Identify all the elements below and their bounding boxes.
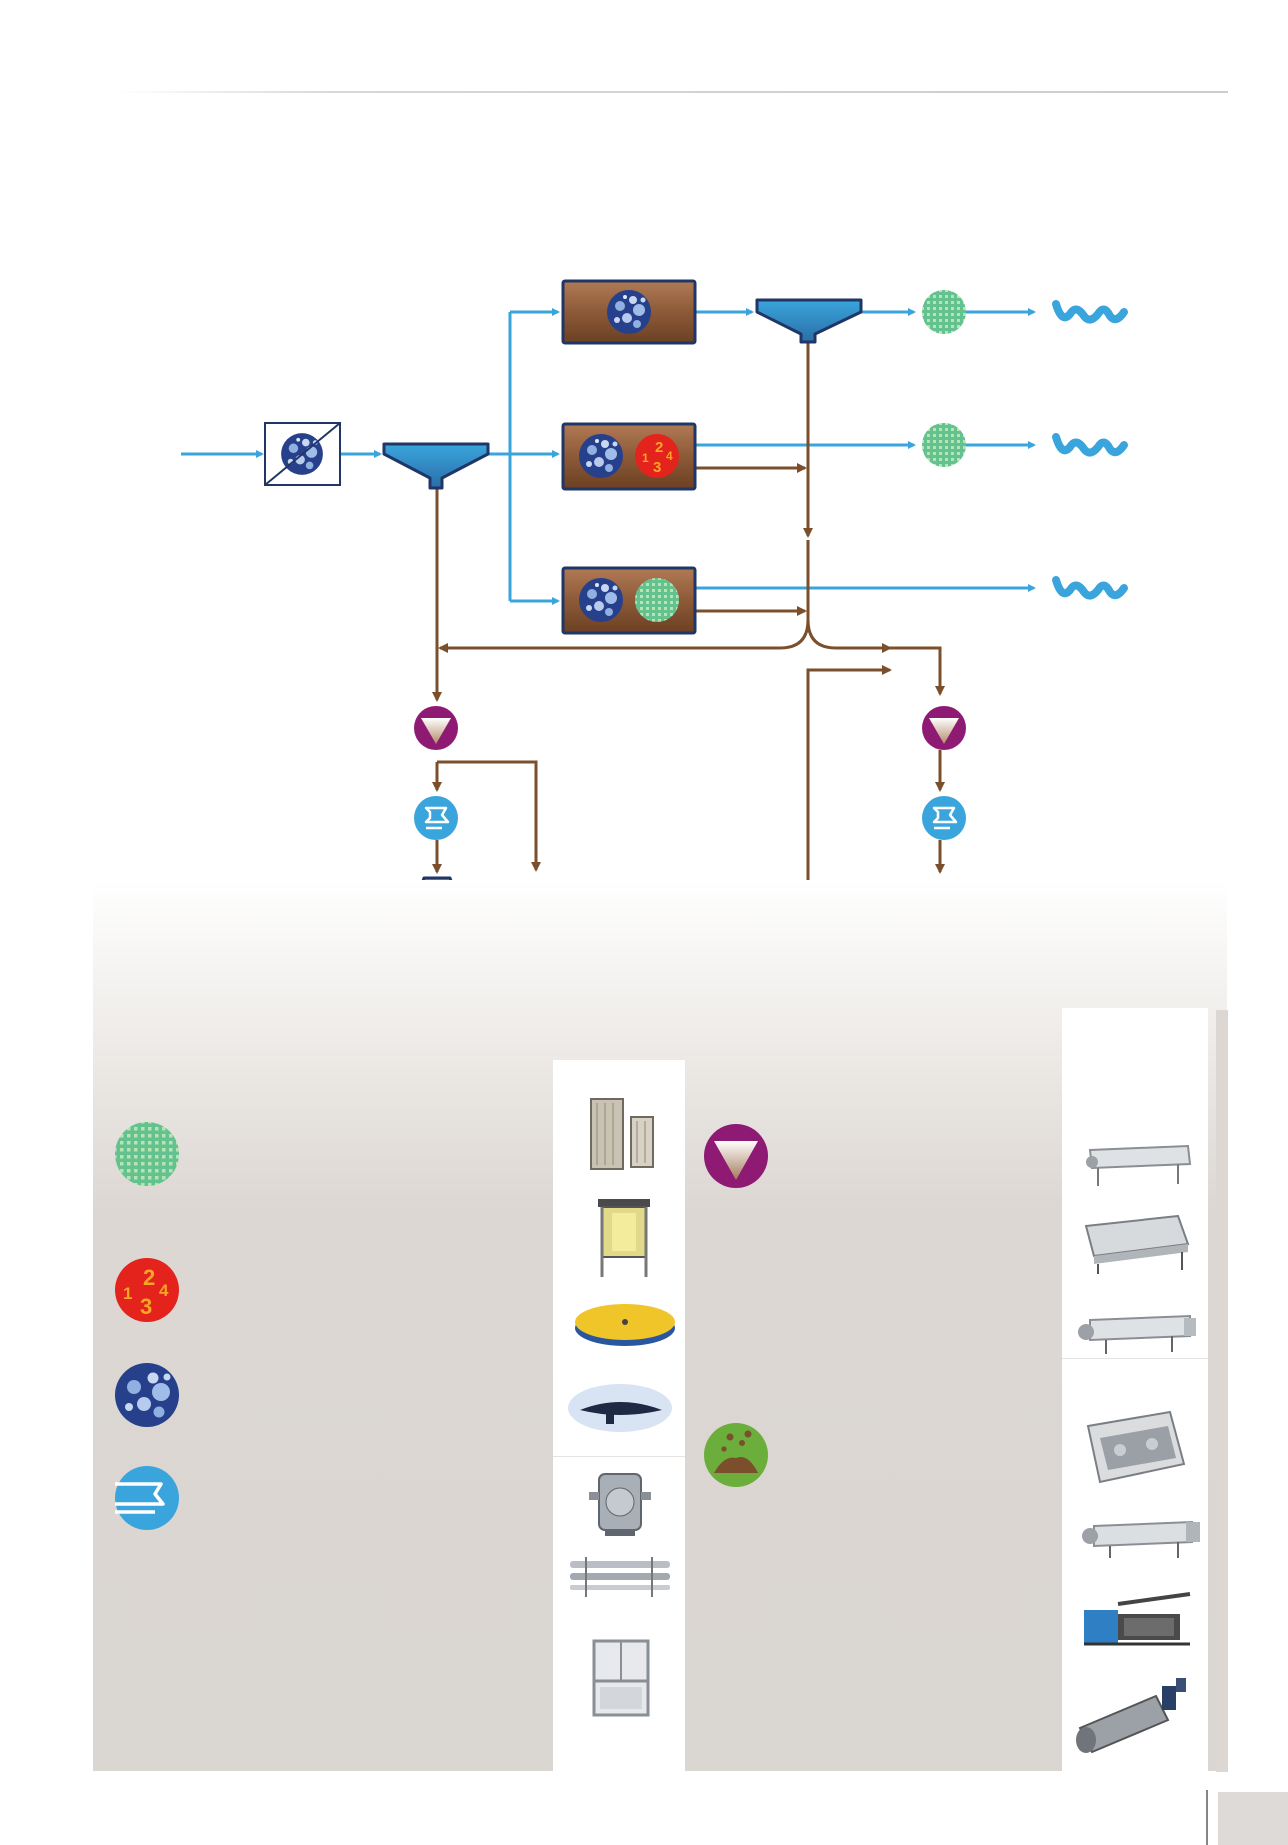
disc-filter-thumbnail: [575, 1304, 675, 1346]
column-divider: [553, 1456, 685, 1457]
thickening-icon: [704, 1124, 768, 1188]
screen-unit-thumbnail: [598, 1199, 650, 1277]
aerator-disc-thumbnail: [568, 1384, 672, 1432]
pump-icon: [115, 1466, 179, 1530]
header-rule: [118, 91, 1228, 93]
dewatering-icon: [704, 1423, 768, 1487]
screw-press-thumbnail: [1076, 1678, 1186, 1754]
filter-press-thumbnail: [1084, 1592, 1191, 1646]
tube-heat-exchanger-thumbnail: [570, 1557, 670, 1597]
belt-press-thumbnail: [1086, 1410, 1186, 1484]
svg-text:1: 1: [123, 1284, 132, 1303]
page-number-tab: [1218, 1792, 1288, 1845]
svg-text:4: 4: [159, 1281, 169, 1300]
column-divider: [1062, 1358, 1208, 1359]
drum-thickener-thumbnail: [1086, 1144, 1192, 1186]
rotary-drum-thickener-thumbnail: [1084, 1214, 1190, 1274]
svg-text:3: 3: [140, 1294, 152, 1319]
svg-text:2: 2: [143, 1265, 155, 1290]
steps-icon: 2 1 3 4: [115, 1258, 179, 1322]
page-number-rule: [1206, 1790, 1208, 1845]
aeration-bubbles-icon: [115, 1363, 179, 1427]
filter-icon: [115, 1122, 179, 1186]
screw-thickener-thumbnail: [1078, 1314, 1196, 1354]
heat-exchanger-thumbnail: [589, 1473, 651, 1536]
decanter-centrifuge-thumbnail: [1082, 1520, 1200, 1558]
panel-edge: [1216, 1010, 1228, 1772]
sluice-gate-thumbnail: [592, 1639, 650, 1717]
inlet-screen-box: [264, 422, 341, 486]
plate-filter-thumbnail: [590, 1098, 654, 1170]
